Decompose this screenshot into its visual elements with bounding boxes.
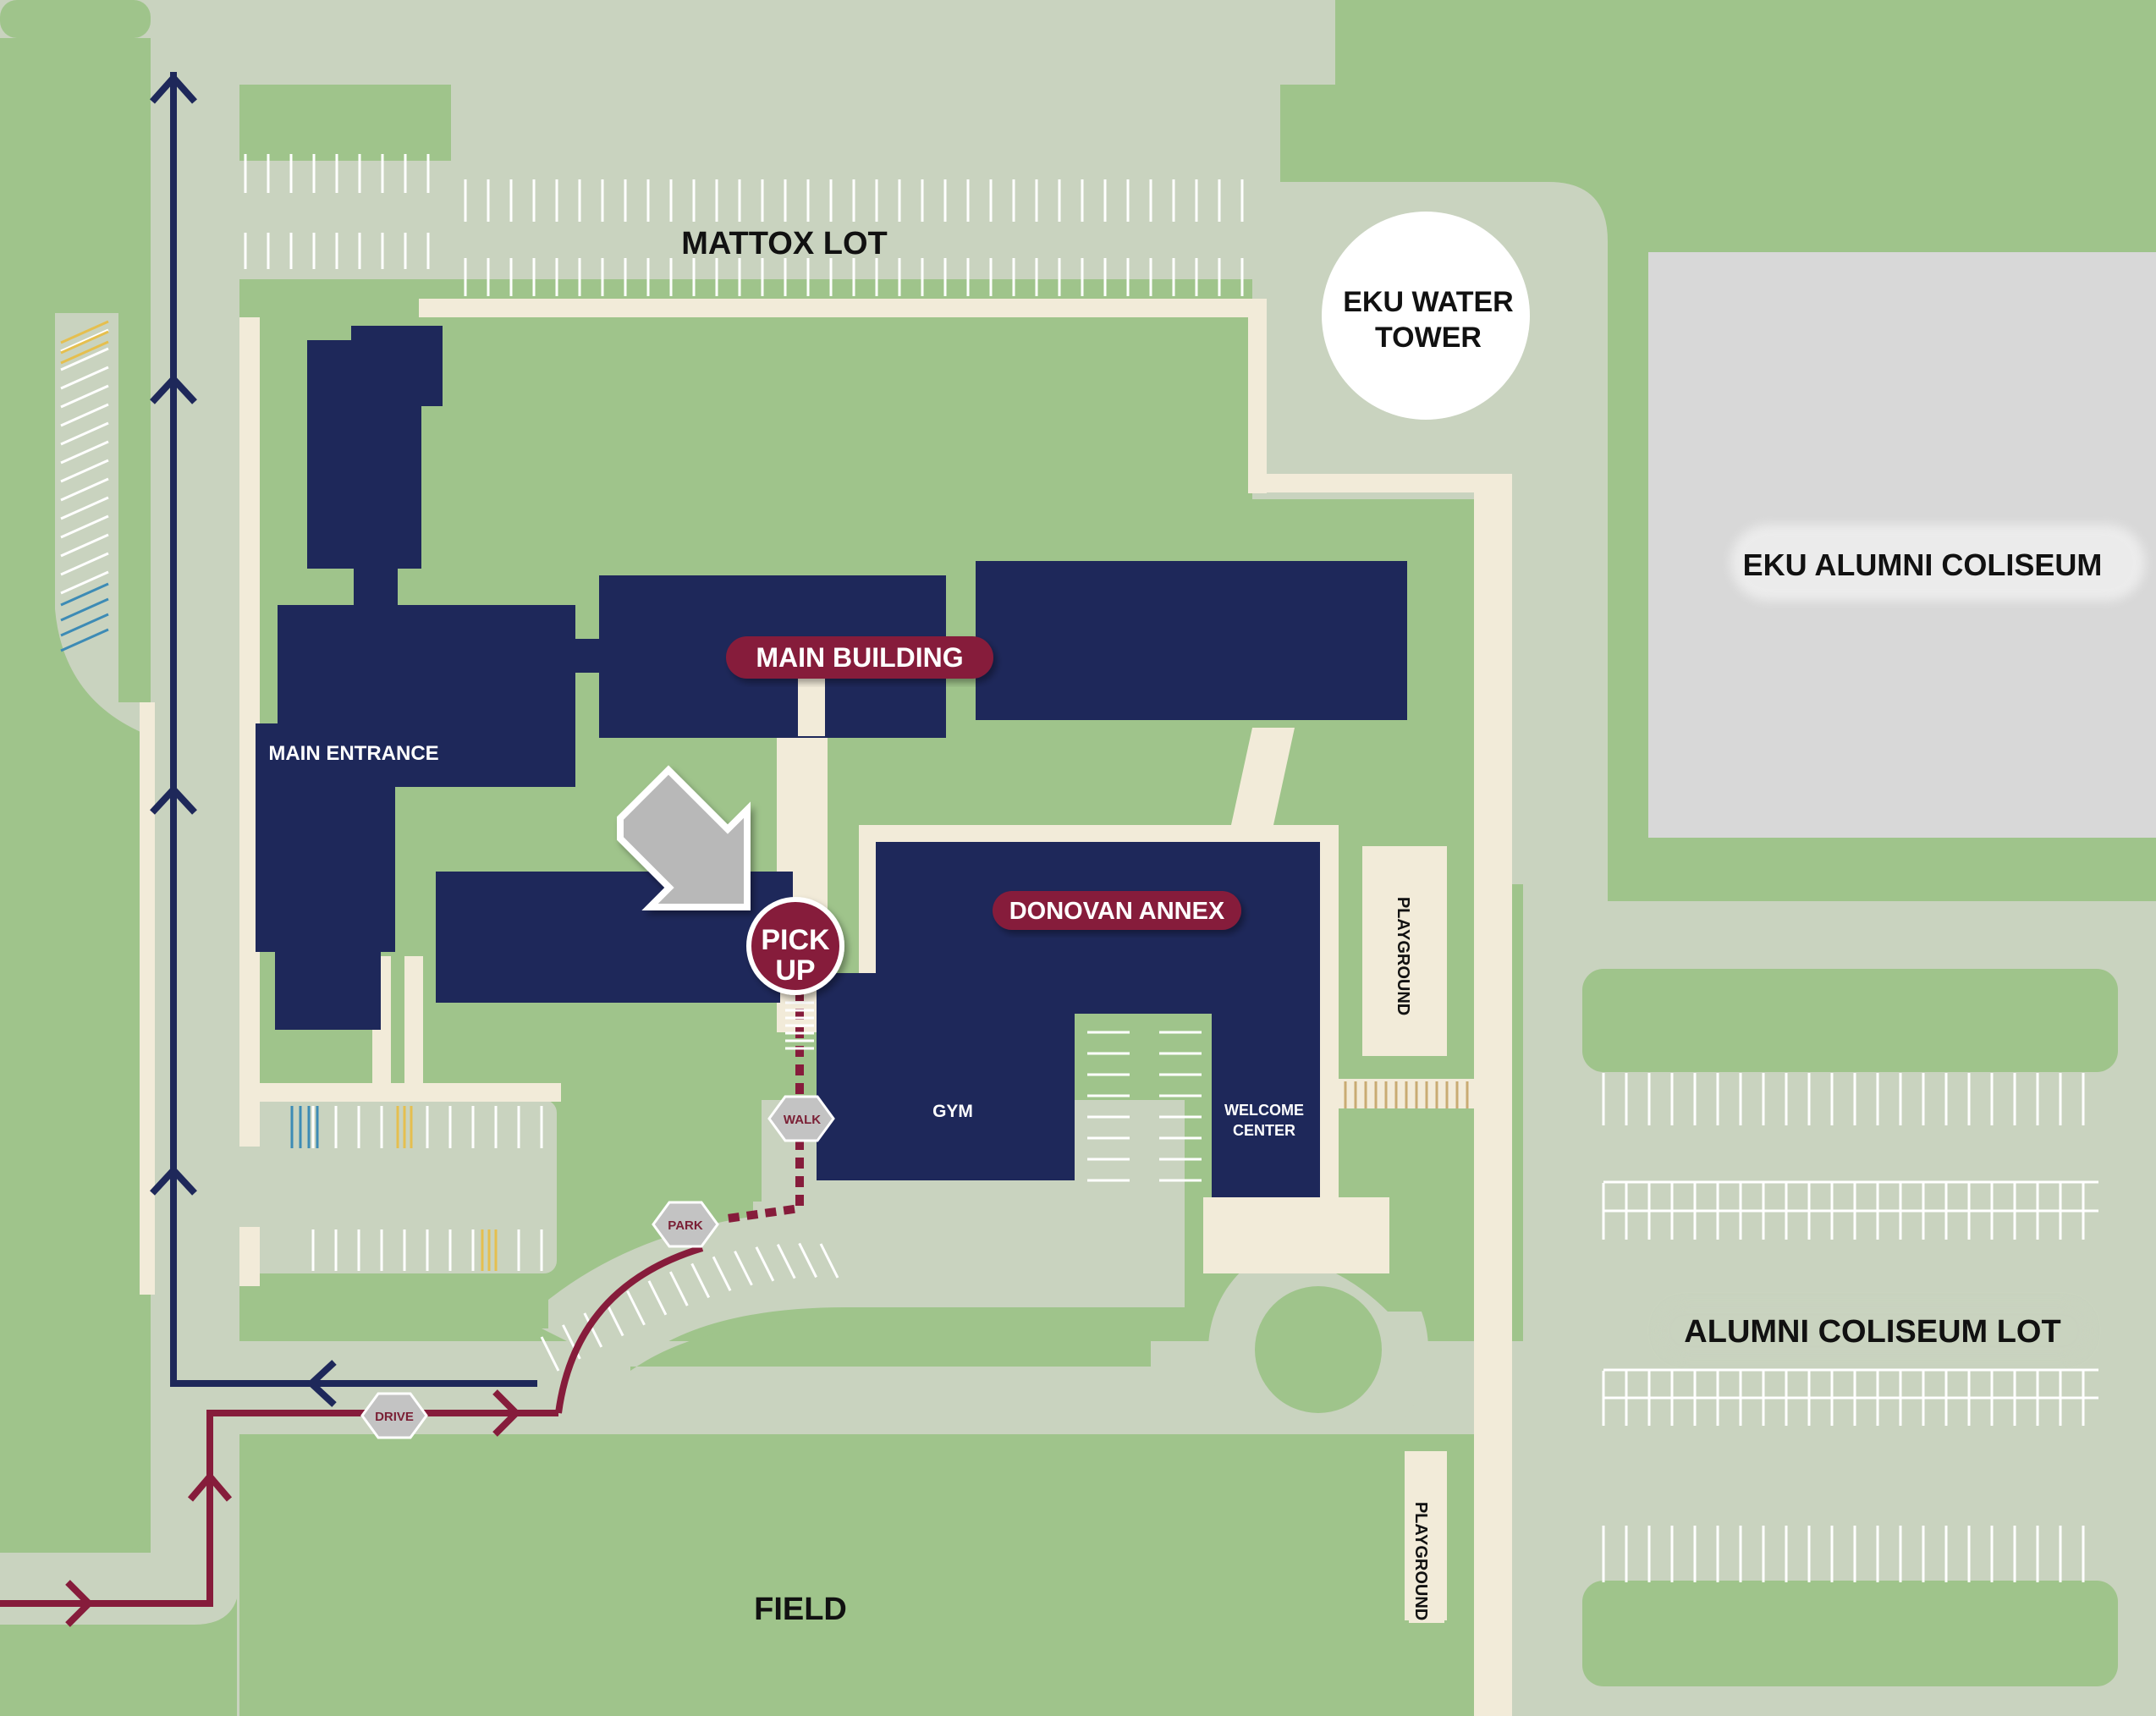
alumni-lot-label-glow (1658, 1303, 2090, 1358)
gym-label: GYM (932, 1102, 973, 1121)
water-tower-label-2: TOWER (1375, 322, 1482, 354)
parking-stripe (647, 1280, 668, 1316)
drive-marker-label: DRIVE (375, 1410, 414, 1424)
parking-stripe (604, 1301, 624, 1337)
parking-stripe (60, 366, 109, 390)
left-field-bottom-curve (0, 1438, 151, 1553)
playground-bottom-label: PLAYGROUND (1411, 1502, 1430, 1620)
parking-stripe (60, 582, 109, 607)
parking-stripe (798, 1242, 817, 1279)
parking-stripe (60, 440, 109, 465)
parking-stripe (60, 533, 109, 558)
coliseum-label-glow (1730, 525, 2145, 601)
parking-stripe (734, 1251, 753, 1286)
parking-stripe (60, 597, 109, 622)
pick-up-label-1: PICK (761, 924, 830, 956)
left-angled-stripes (60, 320, 109, 652)
crosswalk-tan (1344, 1081, 1469, 1108)
parking-stripe (776, 1244, 796, 1279)
arrow-down-right-icon (617, 765, 751, 910)
drive-marker: DRIVE (360, 1392, 428, 1439)
parking-stripe (60, 628, 109, 652)
school-buildings (256, 326, 1407, 1197)
main-entrance-label: MAIN ENTRANCE (268, 742, 438, 765)
parking-stripe (60, 421, 109, 446)
field-label: FIELD (754, 1592, 847, 1627)
coliseum-label: EKU ALUMNI COLISEUM (1743, 547, 2103, 582)
parking-stripe (60, 384, 109, 409)
alumni-coliseum-lot-label: ALUMNI COLISEUM LOT (1684, 1314, 2060, 1350)
parking-stripe (60, 552, 109, 576)
parking-stripe (819, 1243, 839, 1279)
pick-up-label-2: UP (775, 954, 815, 987)
parking-stripe (755, 1246, 775, 1282)
parking-stripe (60, 613, 109, 637)
parking-stripe (60, 403, 109, 427)
walk-marker-label: WALK (784, 1113, 821, 1127)
left-field-grass (0, 38, 151, 1438)
water-tower (1322, 212, 1530, 420)
donovan-annex-label: DONOVAN ANNEX (1009, 898, 1225, 925)
parking-stripes (244, 154, 2098, 1582)
parking-stripe (712, 1256, 732, 1291)
parking-stripe (60, 328, 109, 353)
playground-bottom (1405, 1451, 1447, 1620)
pickup-crosswalk (785, 1001, 814, 1050)
parking-stripe (60, 496, 109, 520)
playground-top-label: PLAYGROUND (1394, 897, 1412, 1015)
water-tower-label-1: EKU WATER (1343, 286, 1513, 318)
parking-stripe (60, 514, 109, 539)
parking-stripe (60, 459, 109, 483)
navy-route-chevrons (150, 72, 337, 1407)
parking-stripe (60, 340, 109, 365)
parking-stripe (60, 330, 109, 355)
park-marker-label: PARK (668, 1218, 703, 1233)
walk-marker: WALK (767, 1095, 835, 1142)
donovan-annex-pill (993, 891, 1241, 930)
parking-stripe (626, 1290, 646, 1326)
maroon-route-chevrons (65, 1389, 521, 1627)
pick-up-marker (746, 897, 844, 995)
playground-top (1362, 848, 1447, 1055)
navy-route (170, 72, 537, 1387)
mattox-lot-label: MATTOX LOT (681, 226, 887, 261)
main-building-label: MAIN BUILDING (756, 642, 963, 673)
parking-stripe (60, 477, 109, 502)
welcome-center-label-1: WELCOME (1224, 1102, 1304, 1119)
walk-path-dotted (727, 990, 804, 1223)
parking-stripe (60, 320, 109, 344)
parking-stripe (60, 347, 109, 371)
welcome-center-label-2: CENTER (1233, 1122, 1295, 1139)
parking-stripe (60, 570, 109, 595)
park-marker: PARK (652, 1201, 719, 1248)
field-grass (239, 1434, 1477, 1716)
bottom-left-road (0, 1438, 239, 1625)
parking-stripe (690, 1262, 711, 1299)
parking-stripe (540, 1336, 560, 1372)
main-building-pill (726, 636, 993, 679)
parking-stripe (668, 1271, 689, 1306)
parking-stripe (583, 1312, 603, 1348)
